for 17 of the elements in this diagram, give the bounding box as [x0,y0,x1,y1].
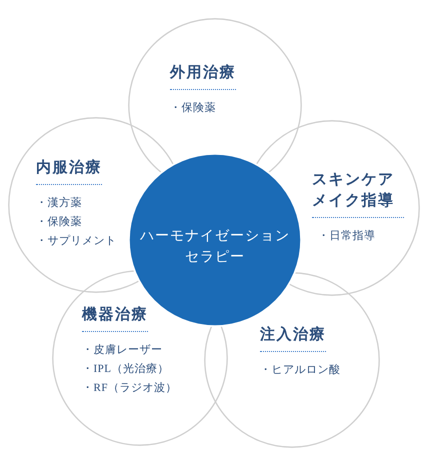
category-circle [204,272,380,448]
list-item: ・ヒアルロン酸 [260,363,340,378]
list-item: ・日常指導 [318,228,376,244]
category-heading: 注入治療 [260,325,326,352]
list-item: ・漢方薬 [36,196,82,211]
list-item: ・保険薬 [36,214,82,230]
list-item: ・皮膚レーザー [82,343,162,358]
category-heading: スキンケアメイク指導 [312,170,404,218]
category-circle [52,270,228,446]
category-heading: 機器治療 [82,305,148,332]
category-heading: 内服治療 [36,158,102,185]
list-item: ・RF（ラジオ波） [82,381,177,396]
category-heading: 外用治療 [170,63,236,90]
list-item: ・IPL（光治療） [82,362,169,377]
hub-label: ハーモナイゼーションセラピー [139,228,291,267]
list-item: ・サプリメント [36,234,116,249]
list-item: ・保険薬 [170,100,216,116]
